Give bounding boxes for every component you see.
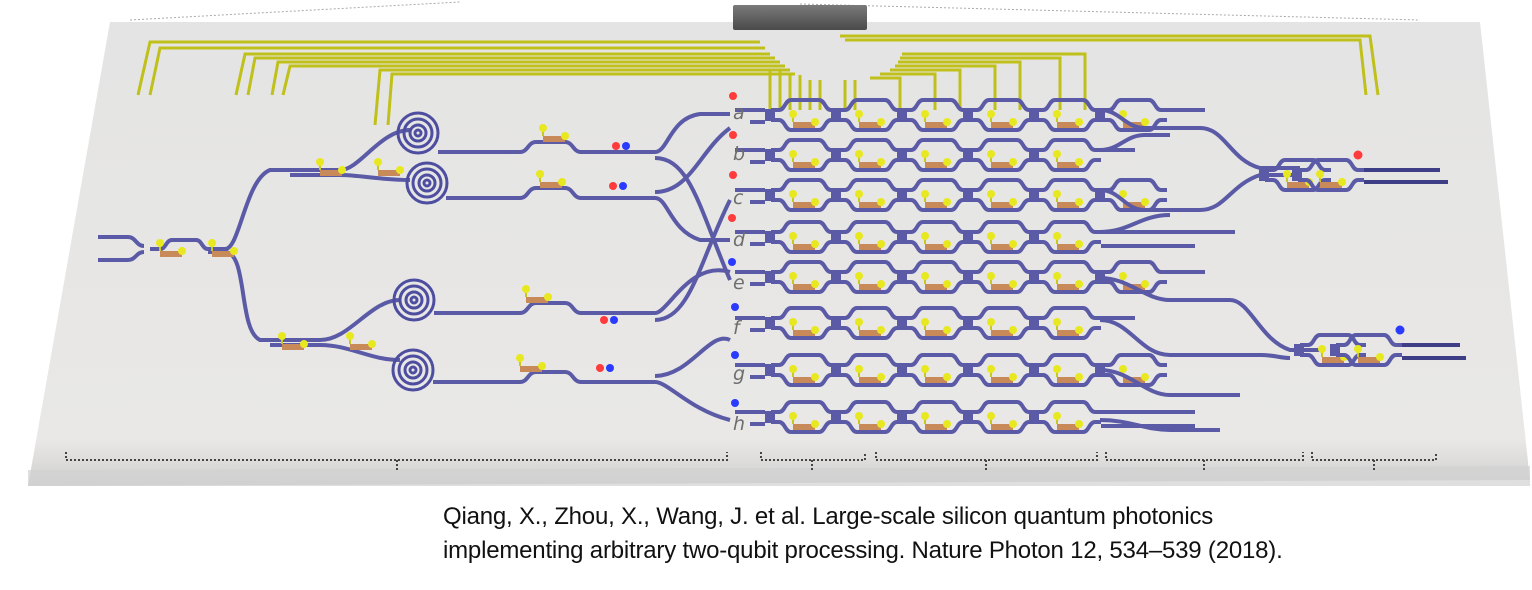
photon-sources [433,112,732,422]
photonic-chip-figure: a b c d e f g h [28,1,1530,486]
row-e [735,260,1205,294]
qubit-label-c: c [733,187,744,209]
qubit-label-h: h [733,413,745,435]
row-a [735,98,1205,132]
output-photon-markers [1353,150,1405,335]
output-photon-red [1353,150,1363,160]
electrical-connector [733,5,867,30]
row-c [735,178,1169,212]
delay-spirals [391,111,449,392]
citation-line-1: Qiang, X., Zhou, X., Wang, J. et al. Lar… [443,503,1214,530]
row-d [735,220,1235,254]
bracket-state-preparation [65,452,728,470]
citation-line-2: implementing arbitrary two-qubit process… [443,537,1283,564]
qubit-labels: a b c d e f g h [733,102,746,435]
spiral-2 [405,161,449,205]
row-f [735,306,1135,340]
output-mzis [1257,158,1466,367]
output-photon-blue [1395,325,1405,335]
qubit-label-e: e [733,272,745,294]
spiral-3 [392,278,436,322]
bracket-measurement [1311,452,1437,470]
spiral-4 [391,348,435,392]
spiral-1 [396,111,440,155]
qubit-label-b: b [733,143,745,165]
bracket-local-ops-1 [760,452,866,470]
electrical-traces [136,34,1380,126]
bracket-local-ops-2 [1105,452,1304,470]
row-g [735,353,1169,387]
qubit-label-a: a [733,102,745,124]
qubit-photon-markers [728,92,739,407]
output-network [1099,108,1320,432]
source-photon-pairs [596,142,630,372]
bracket-entangling [875,452,1098,470]
qubit-label-d: d [733,229,746,251]
qubit-label-g: g [733,363,745,385]
citation-caption: Qiang, X., Zhou, X., Wang, J. et al. Lar… [443,500,1523,568]
qubit-label-f: f [733,317,743,339]
section-brackets [65,452,1437,470]
